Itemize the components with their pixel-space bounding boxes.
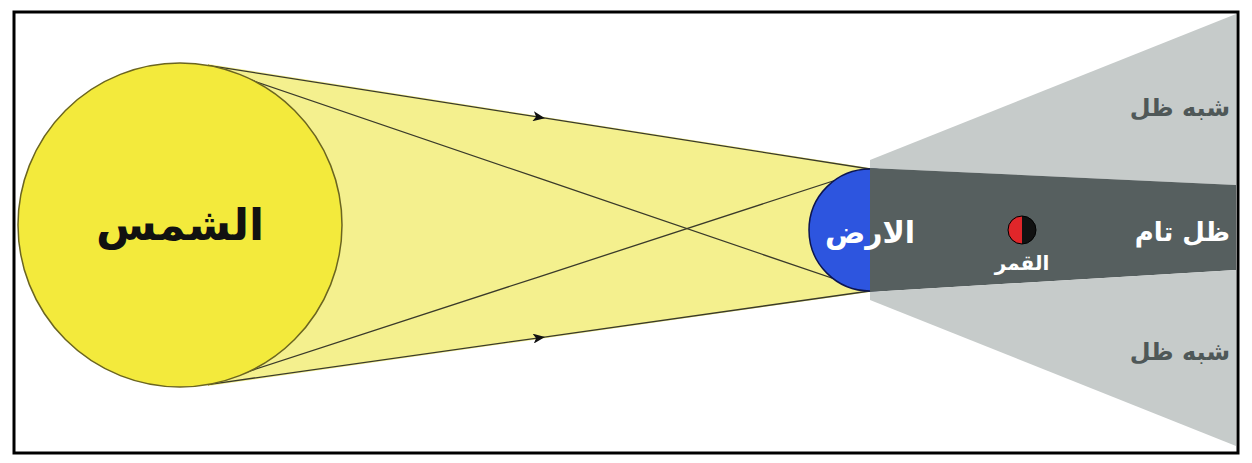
region-label: القمر [995, 252, 1050, 274]
region-label: شبه ظل [1130, 95, 1230, 121]
frame [14, 12, 1238, 453]
region-label: ظل تام [1135, 218, 1230, 247]
sun-disc [18, 63, 342, 387]
moon-circle-outline [1007, 215, 1037, 245]
moon-circle: القمر [1007, 215, 1037, 245]
penumbra-region: شبه ظل [870, 270, 1236, 448]
moon-disc [1008, 216, 1036, 244]
moon-outline [1008, 216, 1036, 244]
penumbra-region-fill [870, 270, 1236, 446]
penumbra-region: شبه ظل [870, 12, 1236, 185]
region-label: شبه ظل [1130, 339, 1230, 365]
penumbra-region-fill [870, 14, 1236, 185]
region-label: الشمس [96, 201, 264, 249]
moon-lit-side [1008, 216, 1022, 244]
sun-circle: الشمس [17, 62, 343, 388]
region-label: الارض [825, 216, 915, 249]
